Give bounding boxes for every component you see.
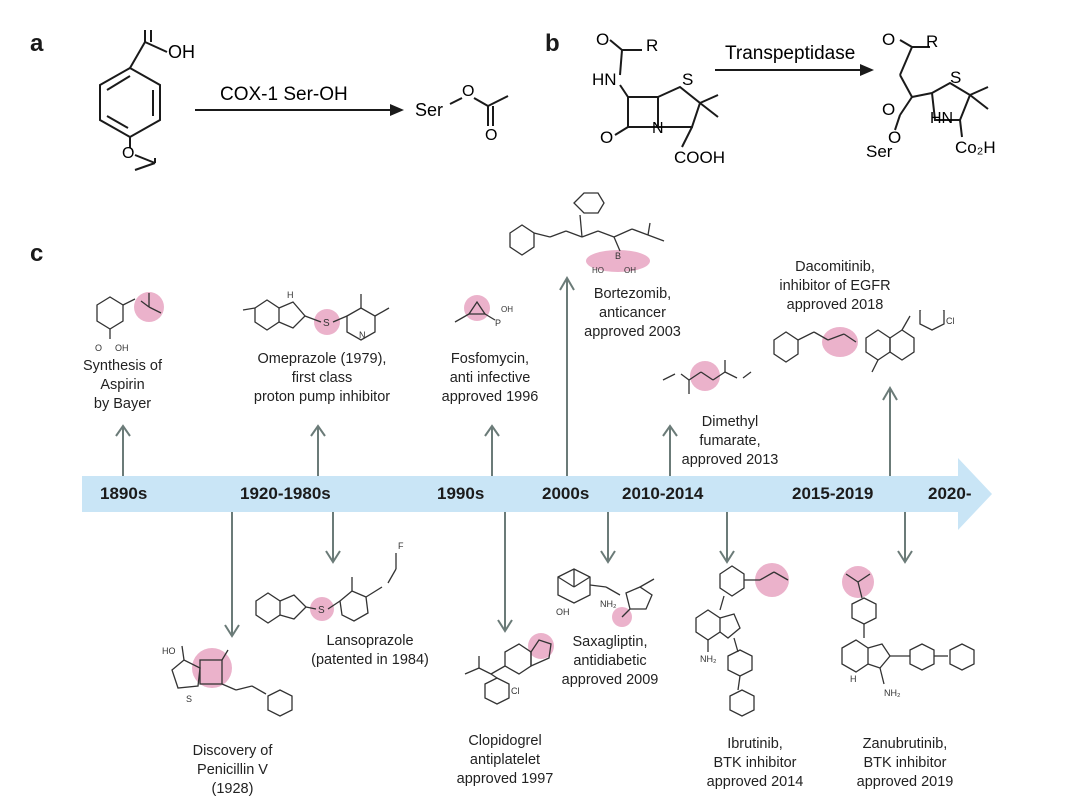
svg-text:S: S (950, 68, 961, 87)
caption-lansoprazole: Lansoprazole (patented in 1984) (311, 633, 429, 668)
timeline-label-1920-1980s: 1920-1980s (240, 484, 331, 503)
panel-b-letter: b (545, 30, 560, 57)
svg-text:O: O (882, 30, 895, 49)
svg-text:HN: HN (592, 70, 617, 89)
svg-text:OH: OH (624, 266, 636, 275)
timeline-bar (82, 458, 992, 530)
caption-saxagliptin: Saxagliptin, antidiabetic approved 2009 (561, 634, 659, 688)
svg-text:N: N (652, 120, 664, 137)
svg-text:O: O (888, 128, 901, 147)
svg-text:OH: OH (115, 343, 129, 353)
caption-penicillin: Discovery of Penicillin V (1928) (192, 743, 273, 797)
svg-text:OH: OH (501, 305, 513, 314)
bortezomib-highlight (586, 250, 650, 272)
ibrutinib-structure: NH₂ (695, 563, 789, 717)
timeline-label-1990s: 1990s (437, 484, 485, 503)
lansoprazole-highlight (310, 597, 334, 621)
lansoprazole-structure: S F (255, 541, 404, 624)
timeline-label-2000s: 2000s (542, 484, 590, 503)
timeline-label-2015-2019: 2015-2019 (792, 484, 874, 503)
timeline-label-2020: 2020- (928, 484, 972, 503)
svg-text:S: S (186, 694, 192, 704)
svg-text:NH₂: NH₂ (600, 599, 617, 609)
reagent-cox1: COX-1 Ser-OH (220, 84, 348, 105)
svg-text:OH: OH (556, 607, 570, 617)
penicillin-structure: HO S (162, 645, 293, 717)
caption-bortezomib: Bortezomib, anticancer approved 2003 (584, 286, 681, 340)
timeline-label-1890s: 1890s (100, 484, 148, 503)
svg-text:O: O (485, 127, 497, 144)
svg-text:N: N (359, 330, 366, 340)
svg-text:S: S (323, 318, 330, 329)
svg-text:B: B (615, 251, 621, 261)
svg-text:R: R (646, 36, 658, 55)
caption-dmf: Dimethyl fumarate, approved 2013 (681, 414, 779, 468)
bortezomib-structure: B HO OH (509, 192, 665, 275)
svg-text:S: S (318, 605, 325, 616)
svg-text:F: F (398, 541, 404, 551)
caption-clopidogrel: Clopidogrel antiplatelet approved 1997 (456, 733, 554, 787)
aspirin-structure: O OH (95, 292, 164, 353)
aspirin-reaction-scheme: OH O COX-1 Ser-OH Ser O O (99, 30, 509, 171)
caption-zanubrutinib: Zanubrutinib, BTK inhibitor approved 201… (856, 736, 954, 790)
caption-dacomitinib: Dacomitinib, inhibitor of EGFR approved … (779, 259, 891, 313)
penicillin-reaction-scheme: O R HN S N O COOH Transpeptidase O R S O… (592, 30, 996, 167)
zanubrutinib-structure: H NH₂ (841, 566, 975, 698)
svg-text:R: R (926, 32, 938, 51)
reagent-transpeptidase: Transpeptidase (725, 43, 855, 64)
svg-text:COOH: COOH (674, 148, 725, 167)
svg-text:HO: HO (162, 646, 176, 656)
svg-text:HO: HO (592, 266, 604, 275)
clopidogrel-structure: Cl (464, 633, 554, 705)
caption-ibrutinib: Ibrutinib, BTK inhibitor approved 2014 (706, 736, 804, 790)
ester-o-label: O (122, 145, 134, 162)
ibrutinib-highlight (755, 563, 789, 597)
caption-omeprazole: Omeprazole (1979), first class proton pu… (253, 351, 391, 405)
svg-text:O: O (882, 100, 895, 119)
svg-text:O: O (596, 30, 609, 49)
caption-aspirin: Synthesis of Aspirin by Bayer (83, 358, 162, 412)
acid-oh-label: OH (168, 42, 195, 62)
dacomitinib-highlight (822, 327, 858, 357)
dmf-highlight (690, 361, 720, 391)
svg-text:HN: HN (930, 110, 953, 127)
svg-text:Cl: Cl (511, 686, 520, 696)
panel-c-letter: c (30, 240, 44, 267)
svg-text:H: H (287, 290, 294, 300)
dacomitinib-structure: Cl (773, 310, 955, 373)
svg-text:O: O (600, 128, 613, 147)
panel-a-letter: a (30, 30, 44, 57)
svg-text:NH₂: NH₂ (700, 654, 717, 664)
svg-text:NH₂: NH₂ (884, 688, 901, 698)
omeprazole-structure: H S N (242, 290, 390, 341)
timeline-connectors (115, 276, 913, 638)
timeline-label-2010-2014: 2010-2014 (622, 484, 704, 503)
saxagliptin-structure: OH NH₂ (556, 568, 655, 627)
dmf-structure (662, 360, 752, 394)
ser-label-a: Ser (415, 100, 443, 120)
fosfomycin-highlight (464, 295, 490, 321)
caption-fosfomycin: Fosfomycin, anti infective approved 1996 (441, 351, 539, 405)
svg-text:Cl: Cl (946, 316, 955, 326)
svg-text:H: H (850, 674, 857, 684)
svg-text:Co₂H: Co₂H (955, 138, 996, 157)
omeprazole-highlight (314, 309, 340, 335)
fosfomycin-structure: P OH (454, 295, 513, 328)
clopidogrel-highlight (528, 633, 554, 659)
svg-text:S: S (682, 70, 693, 89)
svg-text:Ser: Ser (866, 142, 893, 161)
svg-text:P: P (495, 318, 501, 328)
svg-text:O: O (462, 83, 474, 100)
svg-text:O: O (95, 343, 102, 353)
